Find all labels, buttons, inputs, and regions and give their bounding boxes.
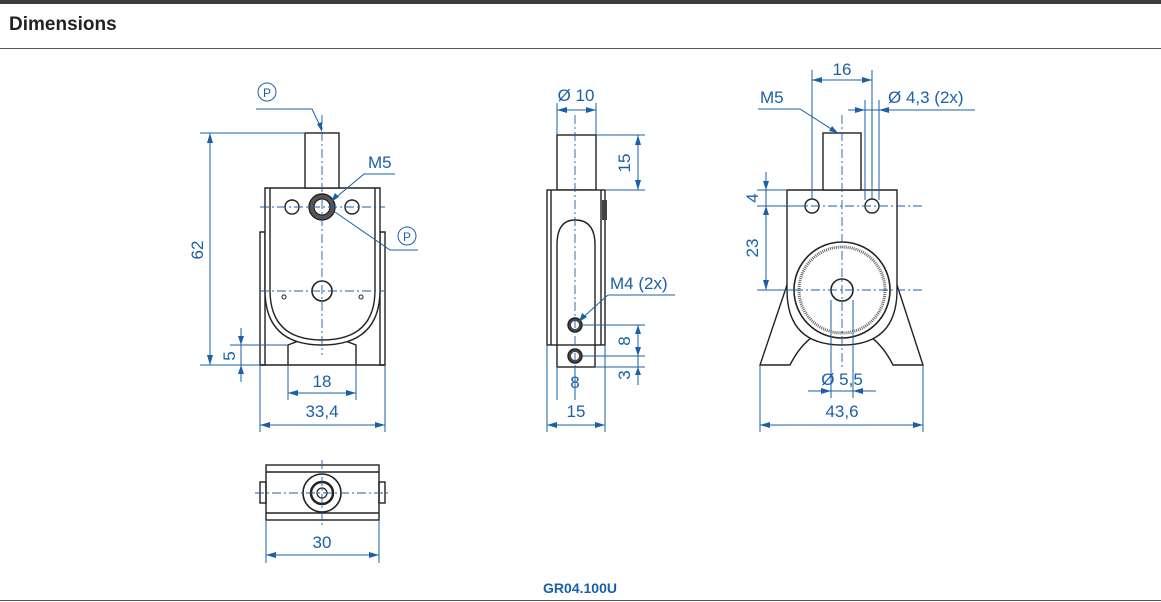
dim-18: 18 — [313, 372, 332, 391]
dim-5: 5 — [220, 351, 239, 360]
dim-hole-diameter: Ø 4,3 (2x) — [888, 88, 964, 107]
p-marker-top: P — [263, 86, 271, 100]
side-view: Ø 10 15 M4 (2x) 8 3 8 15 — [546, 86, 675, 432]
front-view-right-flange — [379, 231, 386, 366]
rear-view: 16 M5 Ø 4,3 (2x) 4 23 Ø 5,5 — [743, 60, 975, 432]
front-view: 62 5 18 33,4 P M5 P — [188, 82, 418, 432]
p-marker-side: P — [403, 230, 411, 244]
dim-bore-diameter: Ø 5,5 — [821, 370, 863, 389]
dim-diameter-10: Ø 10 — [558, 86, 595, 105]
part-number: GR04.100U — [543, 580, 617, 596]
top-view: 30 — [255, 460, 390, 563]
label-m5-front: M5 — [368, 153, 392, 172]
dim-62: 62 — [188, 241, 207, 260]
dim-23: 23 — [743, 239, 762, 258]
dim-15-horizontal: 15 — [567, 402, 586, 421]
dim-43-6: 43,6 — [825, 402, 858, 421]
dim-30: 30 — [313, 533, 332, 552]
dim-8-vertical: 8 — [615, 336, 634, 345]
side-view-pin — [556, 134, 597, 191]
dim-33-4: 33,4 — [305, 402, 338, 421]
section-title: Dimensions — [9, 14, 117, 35]
dim-8-horizontal: 8 — [570, 373, 579, 392]
dim-16: 16 — [833, 60, 852, 79]
header-top-bar — [0, 0, 1161, 4]
label-m4: M4 (2x) — [610, 274, 668, 293]
header-divider — [0, 48, 1161, 49]
footer-divider — [0, 600, 1161, 601]
dim-4: 4 — [743, 193, 762, 202]
dim-15-vertical: 15 — [615, 154, 634, 173]
label-m5-rear: M5 — [760, 88, 784, 107]
dim-3: 3 — [615, 370, 634, 379]
